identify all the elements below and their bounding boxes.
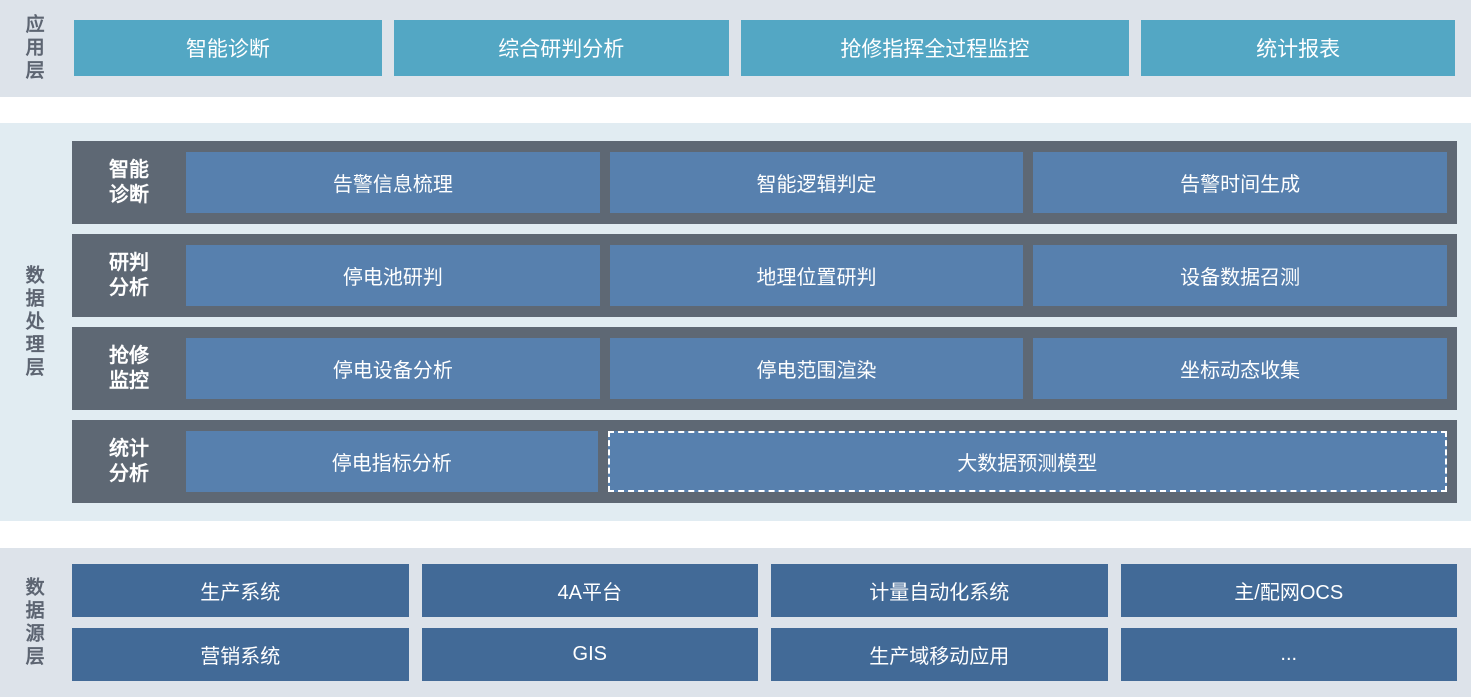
- section-divider-bottom: [0, 521, 1471, 548]
- data-processing-layer: 数据处理层 智能 诊断 告警信息梳理 智能逻辑判定 告警时间生成 研判 分析 停…: [0, 123, 1471, 521]
- application-layer: 应用层 智能诊断 综合研判分析 抢修指挥全过程监控 统计报表: [0, 0, 1471, 97]
- src-box-main-distribution-ocs[interactable]: 主/配网OCS: [1120, 564, 1457, 617]
- proc-cells-statistical-analysis: 停电指标分析 大数据预测模型: [186, 431, 1447, 492]
- data-source-layer-body: 生产系统 4A平台 计量自动化系统 主/配网OCS 营销系统 GIS 生产域移动…: [66, 548, 1471, 697]
- proc-box-outage-device-analysis[interactable]: 停电设备分析: [186, 338, 600, 399]
- proc-box-coordinate-dynamic-collection[interactable]: 坐标动态收集: [1033, 338, 1448, 399]
- src-box-more[interactable]: ...: [1120, 628, 1457, 681]
- proc-cells-judgement-analysis: 停电池研判 地理位置研判 设备数据召测: [186, 245, 1448, 306]
- proc-cells-repair-monitoring: 停电设备分析 停电范围渲染 坐标动态收集: [186, 338, 1448, 399]
- application-layer-label-text: 应用层: [22, 14, 44, 83]
- proc-box-outage-range-rendering[interactable]: 停电范围渲染: [609, 338, 1024, 399]
- src-box-production-system[interactable]: 生产系统: [72, 564, 409, 617]
- app-box-repair-command-monitoring[interactable]: 抢修指挥全过程监控: [740, 20, 1130, 76]
- proc-box-outage-pool-judgement[interactable]: 停电池研判: [186, 245, 600, 306]
- proc-box-device-data-polling[interactable]: 设备数据召测: [1033, 245, 1448, 306]
- proc-box-alarm-time-generation[interactable]: 告警时间生成: [1033, 152, 1448, 213]
- data-processing-layer-label: 数据处理层: [0, 123, 66, 521]
- proc-row-repair-monitoring: 抢修 监控 停电设备分析 停电范围渲染 坐标动态收集: [72, 327, 1457, 410]
- section-divider-top: [0, 97, 1471, 123]
- application-layer-body: 智能诊断 综合研判分析 抢修指挥全过程监控 统计报表: [66, 0, 1471, 97]
- proc-row-label-repair-monitoring: 抢修 监控: [109, 344, 149, 392]
- data-source-layer-label: 数据源层: [0, 548, 66, 697]
- proc-row-intelligent-diagnosis: 智能 诊断 告警信息梳理 智能逻辑判定 告警时间生成: [72, 141, 1457, 224]
- proc-box-big-data-prediction-model[interactable]: 大数据预测模型: [607, 431, 1447, 492]
- proc-row-label-judgement-analysis: 研判 分析: [109, 251, 149, 299]
- application-layer-label: 应用层: [0, 0, 66, 97]
- data-processing-layer-label-text: 数据处理层: [22, 264, 44, 380]
- proc-box-alarm-info-sorting[interactable]: 告警信息梳理: [186, 152, 600, 213]
- proc-box-outage-index-analysis[interactable]: 停电指标分析: [186, 431, 598, 492]
- proc-row-statistical-analysis: 统计 分析 停电指标分析 大数据预测模型: [72, 420, 1457, 503]
- data-source-layer-label-text: 数据源层: [22, 576, 44, 669]
- src-box-production-mobile-application[interactable]: 生产域移动应用: [771, 628, 1108, 681]
- data-processing-layer-body: 智能 诊断 告警信息梳理 智能逻辑判定 告警时间生成 研判 分析 停电池研判 地…: [66, 123, 1471, 521]
- src-box-gis[interactable]: GIS: [421, 628, 758, 681]
- src-box-4a-platform[interactable]: 4A平台: [421, 564, 758, 617]
- proc-cells-intelligent-diagnosis: 告警信息梳理 智能逻辑判定 告警时间生成: [186, 152, 1448, 213]
- proc-row-label-intelligent-diagnosis: 智能 诊断: [109, 158, 149, 206]
- data-source-row-1: 生产系统 4A平台 计量自动化系统 主/配网OCS: [72, 564, 1457, 617]
- proc-box-geographic-location-judgement[interactable]: 地理位置研判: [609, 245, 1024, 306]
- app-box-comprehensive-analysis[interactable]: 综合研判分析: [393, 20, 729, 76]
- src-box-metering-automation-system[interactable]: 计量自动化系统: [771, 564, 1108, 617]
- data-source-row-2: 营销系统 GIS 生产域移动应用 ...: [72, 628, 1457, 681]
- app-box-statistical-report[interactable]: 统计报表: [1141, 20, 1455, 76]
- proc-box-intelligent-logic-judgement[interactable]: 智能逻辑判定: [609, 152, 1024, 213]
- proc-row-judgement-analysis: 研判 分析 停电池研判 地理位置研判 设备数据召测: [72, 234, 1457, 317]
- data-source-layer: 数据源层 生产系统 4A平台 计量自动化系统 主/配网OCS 营销系统 GIS …: [0, 548, 1471, 697]
- proc-row-label-statistical-analysis: 统计 分析: [109, 437, 149, 485]
- src-box-marketing-system[interactable]: 营销系统: [72, 628, 409, 681]
- app-box-intelligent-diagnosis[interactable]: 智能诊断: [74, 20, 382, 76]
